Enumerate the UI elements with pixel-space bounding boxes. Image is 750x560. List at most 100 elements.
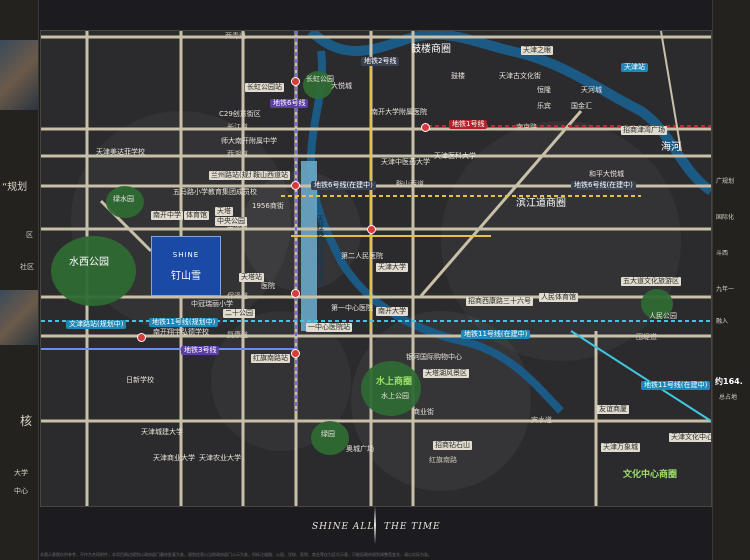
poi-heping: 和平大悦城	[589, 170, 624, 178]
road-hongqinan: 红旗南路	[429, 456, 457, 464]
metro-line-6-build-east: 地铁6号线(在建中)	[571, 181, 636, 190]
metro-line-11-se: 地铁11号线(在建中)	[641, 381, 711, 390]
poi-yinhe: 银河国际购物中心	[406, 353, 462, 361]
right-entry-1: 广规划	[716, 178, 735, 185]
road-weidi: 围堤道	[636, 333, 657, 341]
label-science-park: 天开高教科创园先导区	[317, 215, 324, 286]
metro-pin-icon	[291, 289, 300, 298]
station-hongqi: 红旗南路站	[251, 354, 290, 363]
poi-nankai-zhongxue: 南开中学	[151, 211, 183, 220]
poi-dayue: 大悦城	[331, 82, 352, 90]
metro-line-6: 地铁6号线	[270, 99, 309, 108]
poi-yike: 天津医科大学	[434, 152, 476, 160]
metro-line-11-west: 地铁11号线(规划中)	[149, 318, 219, 327]
shuixi-park	[51, 236, 136, 306]
metro-pin-icon	[291, 181, 300, 190]
poi-wudadao: 五大道文化旅游区	[621, 277, 681, 286]
poi-guojin: 国金汇	[571, 102, 592, 110]
station-lanzhou: 兰州路站(规划中)	[209, 171, 268, 180]
poi-chengjian: 天津城建大学	[141, 428, 183, 436]
poi-renmin-tiyuguan: 人民体育馆	[539, 293, 578, 302]
poi-wanxiang: 天津万象城	[601, 443, 640, 452]
road-binshui: 宾水道	[531, 416, 552, 424]
changhong-park	[303, 71, 333, 99]
label-shuishang-park: 水上公园	[381, 392, 409, 400]
station-tianjin: 天津站	[621, 63, 648, 72]
poi-tianjin-daxue: 天津大学	[376, 263, 408, 272]
poi-1956: 1956商街	[252, 202, 284, 210]
poi-c29: C29创意街区	[219, 110, 261, 118]
poi-tianhe: 天河城	[581, 86, 602, 94]
poi-wenhua-zhongxin: 天津文化中心	[669, 433, 711, 442]
right-panel: 广规划 国际化 斗西 九年一 融入 约164. 总占地	[712, 0, 750, 560]
project-site[interactable]: SHINE 钉山雪	[151, 236, 221, 296]
poi-ershi: 二十公园	[223, 309, 255, 318]
poi-nancuiping: 绿园	[321, 430, 335, 438]
tagline-right: THE TIME	[384, 522, 441, 532]
label-shuixi-park: 水西公园	[69, 257, 109, 268]
metro-pin-icon	[367, 225, 376, 234]
shuishang-park	[361, 361, 421, 416]
project-brand: SHINE	[172, 251, 200, 259]
poi-xiangyu: 南开翔宇弘德学校	[153, 328, 209, 336]
label-gulou-circle: 鼓楼商圈	[411, 44, 451, 55]
star-icon	[373, 506, 377, 544]
right-entry-2: 国际化	[716, 214, 735, 221]
road-changjiang: 长江道	[227, 123, 248, 131]
label-zhaoshang-bay: 招商津湾广场	[621, 126, 667, 135]
label-lvshui: 绿水园	[113, 195, 134, 203]
poi-shida-fuzhong: 师大南开附属中学	[221, 137, 277, 145]
right-entry-5: 融入	[716, 318, 729, 325]
lvshui-park	[106, 186, 144, 218]
metro-line-2: 地铁2号线	[361, 57, 400, 66]
label-haihe: 海河	[661, 142, 681, 153]
left-entry-1: 大学	[14, 469, 28, 477]
poi-aocheng: 奥城广场	[346, 445, 374, 453]
poi-tianta: 天塔	[215, 207, 233, 216]
station-tianta: 天塔站	[239, 273, 264, 282]
poi-dier-yiyuan: 第二人民医院	[341, 252, 383, 260]
city-photo	[0, 290, 38, 345]
right-entry-4: 九年一	[716, 286, 735, 293]
road-xiqing: 西青道	[225, 32, 246, 40]
left-panel: “规划 区 社区 核 大学 中心	[0, 0, 39, 560]
road-fukang: 复康道	[227, 331, 248, 339]
poi-wuma: 五马路小学教育集团成员校	[173, 188, 257, 196]
right-stat-label: 总占地	[719, 394, 738, 401]
road-anshan: 鞍山西道	[396, 180, 424, 188]
poi-tiyuguan: 体育馆	[184, 211, 209, 220]
road-nanjing: 南京路	[516, 123, 537, 131]
poi-central-park: 中央公园	[215, 217, 247, 226]
station-changhong: 长虹公园站	[245, 83, 284, 92]
poi-hengji: 恒隆	[537, 86, 551, 94]
label-changhong-park: 长虹公园	[306, 75, 334, 83]
poi-zhongguan: 中冠瑞丽小学	[191, 300, 233, 308]
metro-pin-icon	[291, 77, 300, 86]
tagline-left: SHINE ALL	[312, 522, 375, 532]
left-plan-label: “规划	[2, 182, 28, 193]
footer: SHINE ALL THE TIME 本图示意图仅供参考，不作为合同附件，本项目…	[40, 506, 710, 560]
road-zhonghuan: 中环道	[227, 223, 248, 231]
poi-zhaoshang-36: 招商西康路三十六号	[466, 297, 533, 306]
left-item-1: 区	[26, 231, 33, 239]
metro-line-6-build: 地铁6号线(在建中)	[311, 181, 376, 190]
station-wenjin: 文津路站(规划中)	[66, 320, 127, 329]
poi-nongye-daxue: 天津农业大学	[199, 454, 241, 462]
poi-meida: 天津美达菲学校	[96, 148, 145, 156]
poi-zhongyi: 天津中医药大学	[381, 158, 430, 166]
road-baoze: 保泽道	[227, 292, 248, 300]
label-gulou: 鼓楼	[451, 72, 465, 80]
left-heading: 核	[20, 414, 33, 428]
label-wenhua-street: 天津古文化街	[499, 72, 541, 80]
label-renmin-park: 人民公园	[649, 312, 677, 320]
right-entry-3: 斗西	[716, 250, 729, 257]
right-stat-value: 约164.	[715, 377, 743, 386]
poi-nankai-daxue: 南开大学	[376, 307, 408, 316]
metro-line-11-east: 地铁11号线(在建中)	[461, 330, 531, 339]
metro-pin-icon	[137, 333, 146, 342]
poi-hospital: 医院	[261, 282, 275, 290]
disclaimer: 本图示意图仅供参考，不作为合同附件，本项目周边规划以政府部门最终批复为准，规划信…	[40, 552, 432, 557]
station-yizhongxin: 一中心医院站	[306, 323, 352, 332]
poi-tianta-hu: 天塔湖风景区	[423, 369, 469, 378]
